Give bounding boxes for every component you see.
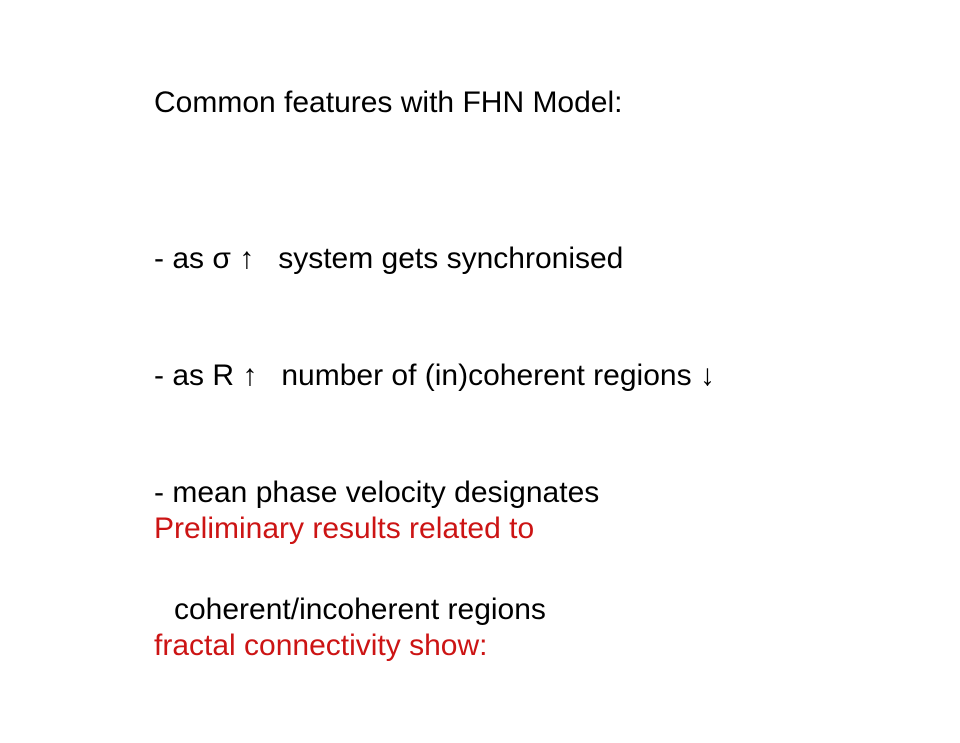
preliminary-line-2: fractal connectivity show:	[154, 629, 488, 662]
feature-line-sigma: - as σ ↑ system gets synchronised	[154, 239, 715, 278]
preliminary-line-1: Preliminary results related to	[154, 512, 535, 545]
feature-lead: - as R ↑	[154, 359, 258, 392]
feature-line-r: - as R ↑ number of (in)coherent regions ↓	[154, 356, 715, 395]
slide: Common features with FHN Model: - as σ ↑…	[154, 86, 715, 707]
features-list: - as σ ↑ system gets synchronised - as R …	[154, 161, 715, 707]
heading: Common features with FHN Model:	[154, 86, 623, 119]
feature-line-mean-phase: - mean phase velocity designates	[154, 473, 715, 512]
feature-lead: - as σ ↑	[154, 242, 255, 275]
feature-text: coherent/incoherent regions	[174, 593, 546, 626]
feature-line-continuation: coherent/incoherent regions	[154, 590, 715, 629]
feature-text: number of (in)coherent regions ↓	[281, 359, 715, 392]
feature-lead: - mean phase velocity designates	[154, 476, 600, 509]
feature-text: system gets synchronised	[278, 242, 624, 275]
preliminary-results: Preliminary results related to fractal c…	[154, 431, 534, 743]
